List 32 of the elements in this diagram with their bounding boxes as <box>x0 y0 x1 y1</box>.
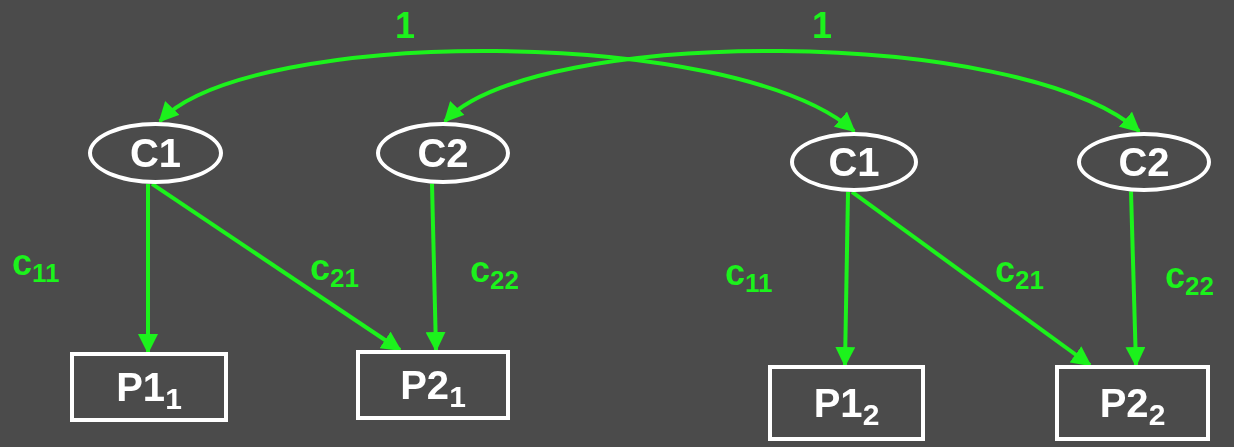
node-label: P1$_{2}$ <box>813 383 880 423</box>
ellipse-node <box>376 122 510 184</box>
edge-label: c$_{22}$ <box>470 252 519 288</box>
node-label: P2$_{1}$ <box>400 365 466 405</box>
arrow <box>150 182 402 352</box>
node-label: P2$_{2}$ <box>1099 383 1166 423</box>
rect-node <box>768 365 925 441</box>
edge-label: c$_{21}$ <box>995 252 1044 288</box>
rect-node <box>356 350 510 420</box>
ellipse-node <box>88 122 223 184</box>
node-label: C1 <box>828 142 880 182</box>
node-label: C1 <box>129 133 182 173</box>
edge-label: 1 <box>812 8 833 44</box>
ellipse-node <box>790 132 918 192</box>
node-label: C2 <box>417 133 469 173</box>
arrow <box>850 190 1092 367</box>
arrow <box>1125 191 1146 367</box>
edge-label: c$_{21}$ <box>310 250 359 286</box>
node-label: P1$_{1}$ <box>116 367 182 407</box>
ellipse-node <box>1077 132 1211 192</box>
edge-label: c$_{22}$ <box>1165 258 1214 294</box>
arrow <box>425 183 446 352</box>
arrow <box>158 49 856 133</box>
rect-node <box>70 352 228 422</box>
rect-node <box>1055 365 1210 441</box>
edge-label: 1 <box>395 8 416 44</box>
node-label: C2 <box>1118 142 1170 182</box>
edge-label: c$_{11}$ <box>12 245 60 281</box>
arrow <box>138 183 158 354</box>
arrow <box>835 191 856 367</box>
edge-label: c$_{11}$ <box>725 255 773 291</box>
arrow <box>443 49 1141 133</box>
